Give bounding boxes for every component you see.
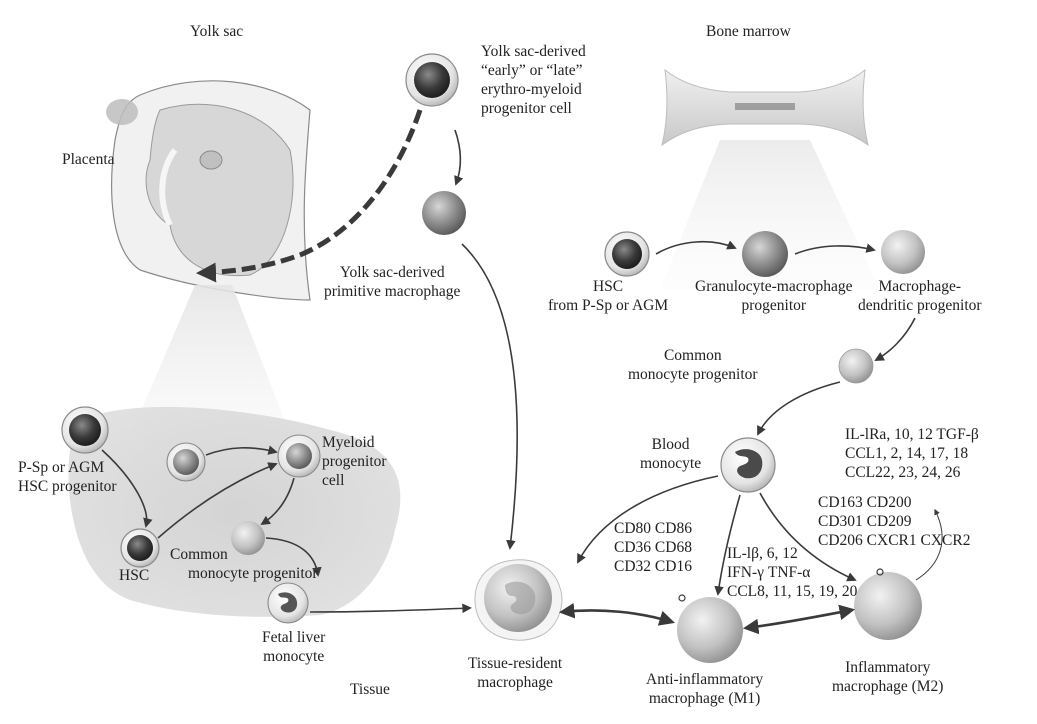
- arrow-hsc-to-gmp: [655, 240, 737, 255]
- arrow-emp-to-embryo: [196, 109, 423, 283]
- primitive-macrophage-cell: [422, 191, 466, 235]
- hsc-bm-cell: [604, 231, 650, 277]
- arrow-m2-feedback: [915, 508, 943, 581]
- lineage-arrows: [101, 109, 943, 635]
- tissue-resident-macrophage-cell: [474, 559, 563, 641]
- hsc-fl-cell: [120, 528, 160, 568]
- psp-agm-hsc-cell: [61, 406, 109, 454]
- arrow-psp-to-hsc: [101, 449, 153, 528]
- emp-cell: [405, 53, 459, 107]
- bone-marrow-fan: [660, 140, 880, 290]
- m2-macrophage-cell: [854, 572, 922, 640]
- fetal-liver-monocyte-cell: [267, 582, 309, 624]
- myeloid-progenitor-cell: [277, 434, 321, 478]
- yolk-sac-label: Yolk sac: [190, 23, 244, 40]
- arrow-monocyte-to-m1: [714, 494, 741, 596]
- arrow-prog-to-myeloid: [205, 445, 278, 456]
- arrow-emp-to-primitive: [454, 129, 464, 186]
- fl-progenitor-cell: [166, 442, 206, 482]
- arrow-primitive-to-tissue: [461, 243, 518, 550]
- arrow-myeloid-to-cmp: [260, 477, 295, 526]
- arrow-flmono-to-tissue: [309, 603, 472, 614]
- inhibit-m2-marker: [876, 568, 884, 576]
- gmp-cell: [742, 231, 788, 277]
- arrow-tissue-m1: [558, 602, 675, 626]
- tissue-label: Tissue: [350, 681, 390, 698]
- cmp-bm-cell: [838, 348, 874, 384]
- emp-label: Yolk sac-derived“early” or “late”erythro…: [481, 43, 586, 117]
- inhibit-m1-marker: [678, 594, 686, 602]
- blood-monocyte-cell: [720, 437, 776, 493]
- arrow-m1-m2: [742, 604, 856, 635]
- arrow-gmp-to-mdp: [794, 243, 876, 255]
- cmp-fl-cell: [231, 521, 265, 555]
- m1-macrophage-cell: [677, 597, 743, 663]
- hsc-fl-label: HSC: [119, 567, 150, 584]
- placenta-label: Placenta: [62, 151, 115, 168]
- arrow-hsc-to-myeloid: [157, 462, 278, 539]
- bone-marrow-label: Bone marrow: [706, 23, 791, 40]
- mdp-cell: [881, 230, 925, 274]
- mdp-label: Macrophage-dendritic progenitor: [858, 278, 982, 314]
- arrow-monocyte-to-tissue: [577, 475, 719, 564]
- yolk-sac-illustration: [106, 80, 311, 301]
- arrow-cmp-to-flmono: [265, 537, 322, 577]
- arrow-mdp-to-cmp: [874, 317, 916, 361]
- placenta-blob: [106, 99, 138, 125]
- arrow-monocyte-to-m2: [759, 492, 857, 582]
- arrow-cmp-to-monocyte: [757, 381, 841, 436]
- bone-illustration: [661, 68, 869, 147]
